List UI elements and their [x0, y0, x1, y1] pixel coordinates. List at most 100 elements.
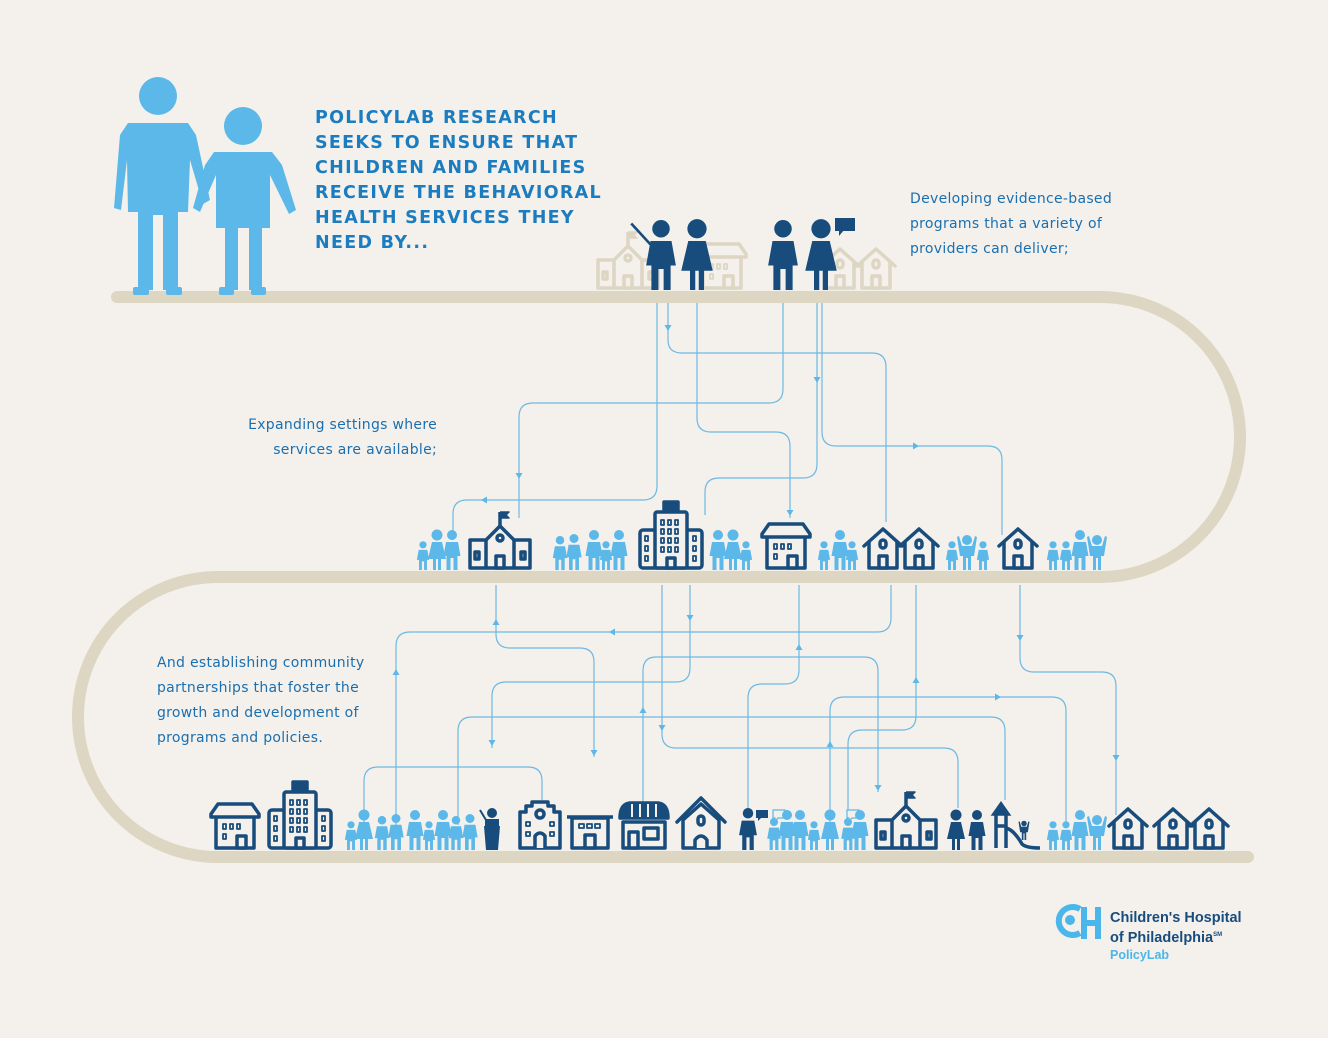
arrow-icon: [392, 669, 400, 675]
child-arms-up-icon: [957, 535, 977, 570]
arrow-icon: [481, 496, 487, 504]
store-icon: [696, 242, 748, 290]
school-icon: [874, 791, 938, 850]
connector-line: [491, 585, 691, 748]
child-icon: [1059, 821, 1073, 850]
shop-icon: [618, 801, 670, 850]
logo-sub: PolicyLab: [1110, 948, 1170, 962]
arrow-icon: [874, 785, 882, 791]
connector-line: [656, 656, 879, 792]
arrow-icon: [658, 725, 666, 731]
connector-line: [1019, 585, 1117, 815]
professional-man-icon: [768, 220, 798, 290]
arrow-icon: [813, 377, 821, 383]
arrow-icon: [609, 628, 615, 636]
child-icon: [416, 541, 430, 570]
child-arms-up-icon: [1087, 535, 1107, 570]
connector-line: [457, 716, 1006, 825]
arrow-icon: [492, 619, 500, 625]
arrow-icon: [1112, 755, 1120, 761]
person-icon: [406, 810, 424, 850]
arrow-icon: [1016, 635, 1024, 641]
caption-line: programs that a variety of: [910, 216, 1103, 232]
speaker-at-podium-icon: [479, 808, 500, 850]
woman-icon: [428, 529, 446, 570]
adult-figure: [114, 77, 210, 295]
child-icon: [1046, 821, 1060, 850]
arrow-icon: [912, 677, 920, 683]
connector-line: [821, 303, 1003, 535]
houses-icon: [1152, 807, 1230, 850]
connector-line: [395, 585, 892, 825]
connector-line: [518, 303, 784, 518]
family-icon: [448, 814, 478, 850]
caption-establishing: And establishing community partnerships …: [157, 651, 364, 751]
school-icon: [468, 511, 532, 570]
playground-icon: [990, 800, 1041, 850]
connector-line: [829, 696, 1067, 825]
logo-mark: [1055, 904, 1101, 939]
person-icon: [709, 530, 727, 570]
small-store-icon: [567, 815, 613, 850]
headline-line: NEED BY...: [315, 233, 430, 253]
arrow-icon: [639, 707, 647, 713]
house-icon: [997, 527, 1039, 570]
arrow-icon: [590, 750, 598, 756]
arrow-icon: [786, 510, 794, 516]
caption-line: partnerships that foster the: [157, 680, 359, 696]
connector-line: [704, 303, 818, 515]
person-icon: [831, 530, 849, 570]
person-icon: [851, 810, 869, 850]
headline: POLICYLAB RESEARCH SEEKS TO ENSURE THAT …: [315, 106, 602, 256]
arrow-icon: [515, 473, 523, 479]
logo-name: Children's Hospital of PhiladelphiaSM: [1110, 910, 1242, 947]
connector-line: [642, 656, 657, 820]
arrow-icon: [913, 442, 919, 450]
hospital-icon: [638, 500, 704, 570]
houses-icon: [862, 527, 940, 570]
logo-name-line2: of Philadelphia: [1110, 929, 1214, 946]
connector-line: [661, 585, 959, 808]
child-icon: [1059, 541, 1073, 570]
caption-line: growth and development of: [157, 705, 359, 721]
connector-lines: [363, 303, 1117, 825]
person-speaking-icon: [739, 808, 768, 850]
headline-line: HEALTH SERVICES THEY: [315, 208, 575, 228]
person-icon: [610, 530, 628, 570]
person-icon: [443, 530, 461, 570]
road-path: [72, 291, 1254, 863]
child-icon: [599, 541, 613, 570]
child-icon: [976, 541, 990, 570]
child-icon: [817, 541, 831, 570]
connector-line: [696, 303, 791, 518]
arrow-icon: [686, 615, 694, 621]
doctor-icon: [681, 219, 713, 290]
woman-icon: [724, 529, 742, 570]
caption-line: Developing evidence-based: [910, 191, 1113, 207]
professional-woman-icon: [805, 218, 855, 290]
logo-name-line1: Children's Hospital: [1110, 910, 1242, 926]
woman-icon: [355, 809, 373, 850]
child-icon: [422, 821, 436, 850]
woman-icon: [821, 809, 839, 850]
caption-line: Expanding settings where: [248, 417, 437, 433]
connector-line: [495, 585, 595, 757]
caption-expanding: Expanding settings where services are av…: [200, 413, 437, 463]
arrow-icon: [795, 644, 803, 650]
child-icon: [344, 821, 358, 850]
connector-line: [747, 585, 800, 815]
community-center-icon: [518, 800, 562, 850]
arrow-icon: [488, 740, 496, 746]
woman-icon: [947, 809, 965, 850]
caption-line: providers can deliver;: [910, 241, 1069, 257]
home-icon: [675, 796, 727, 850]
school-icon: [596, 231, 660, 290]
family-icon: [552, 534, 582, 570]
arrow-icon: [664, 325, 672, 331]
store-icon: [209, 802, 261, 850]
caption-line: And establishing community: [157, 655, 365, 671]
store-icon: [760, 522, 812, 570]
houses-icon: [819, 247, 897, 290]
child-figure: [193, 107, 296, 295]
